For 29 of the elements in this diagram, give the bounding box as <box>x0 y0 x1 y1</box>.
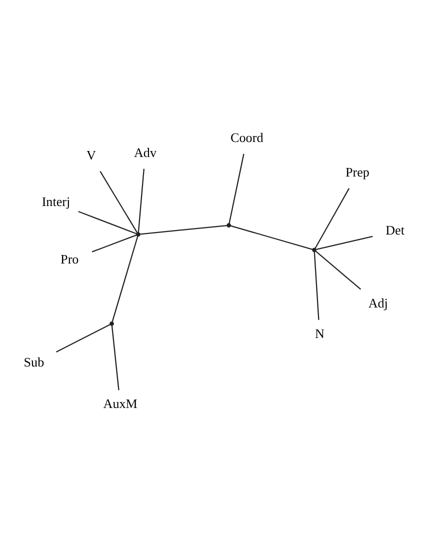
connector <box>140 224 227 235</box>
connector <box>92 234 137 252</box>
node-point <box>110 322 114 326</box>
connector <box>315 250 362 290</box>
node-text: Det <box>386 222 405 238</box>
node-text: AuxM <box>103 396 138 412</box>
connector <box>316 236 373 250</box>
node-text: Pro <box>60 251 79 266</box>
connector <box>314 188 350 249</box>
connector <box>228 154 244 224</box>
node-point <box>136 232 140 237</box>
node-text: Adj <box>368 295 388 310</box>
node-point <box>312 248 316 252</box>
connector <box>56 324 110 352</box>
node-text: Sub <box>24 354 44 370</box>
connector <box>112 236 138 322</box>
connector <box>314 252 320 320</box>
node-text: N <box>314 326 324 342</box>
node-text: Prep <box>345 164 370 180</box>
node-text: Coord <box>230 130 264 146</box>
node-text: Interj <box>42 194 70 210</box>
connector <box>138 168 145 232</box>
node-text: Adv <box>134 144 157 160</box>
node-text: V <box>86 148 96 163</box>
connector <box>111 326 120 390</box>
connector <box>78 211 137 234</box>
node-point <box>226 223 231 228</box>
connector <box>230 225 313 250</box>
connector <box>100 171 138 234</box>
